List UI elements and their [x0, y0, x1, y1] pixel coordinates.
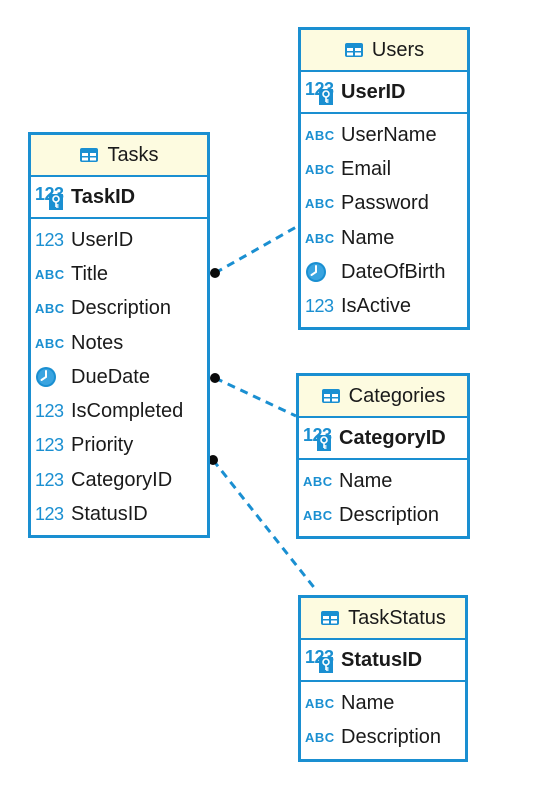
column-row[interactable]: ABC Title — [31, 257, 207, 291]
primary-key-name: CategoryID — [339, 426, 446, 449]
type-text-icon: ABC — [35, 335, 65, 351]
type-number-icon: 123 — [305, 296, 334, 317]
column-name: IsCompleted — [71, 400, 184, 423]
type-number-icon: 123 — [35, 229, 64, 250]
type-text-icon: ABC — [305, 230, 335, 246]
entity-header[interactable]: Categories — [299, 376, 467, 418]
column-name: UserName — [341, 123, 437, 146]
column-name: Password — [341, 192, 429, 215]
column-name: IsActive — [341, 295, 412, 318]
type-number-icon: 123 — [35, 435, 64, 456]
column-row[interactable]: 123 Priority — [31, 429, 207, 463]
column-name: Email — [341, 157, 392, 180]
column-row[interactable]: DateOfBirth — [301, 255, 467, 289]
column-name: Description — [341, 725, 442, 748]
relation-tasks-categories — [214, 376, 297, 418]
key-icon — [319, 656, 333, 679]
column-name: Description — [71, 297, 172, 320]
entity-title: Categories — [348, 384, 446, 407]
primary-key-name: UserID — [341, 80, 406, 103]
key-icon — [317, 434, 331, 457]
column-row[interactable]: 123 IsActive — [301, 289, 467, 323]
relation-tasks-categories-endpoint — [210, 373, 220, 383]
column-row[interactable]: 123 IsCompleted — [31, 394, 207, 428]
column-name: Name — [339, 469, 393, 492]
primary-key-row[interactable]: 123TaskID — [31, 177, 207, 219]
type-text-icon: ABC — [305, 729, 335, 745]
table-icon — [344, 42, 364, 58]
column-row[interactable]: ABC UserName — [301, 118, 467, 152]
column-row[interactable]: ABC Notes — [31, 326, 207, 360]
type-text-icon: ABC — [35, 301, 65, 317]
entity-header[interactable]: Users — [301, 30, 467, 72]
clock-icon — [35, 366, 71, 388]
column-row[interactable]: ABC Name — [301, 686, 465, 720]
primary-key-icon: 123 — [303, 425, 339, 451]
entity-title: TaskStatus — [348, 606, 446, 629]
column-row[interactable]: ABC Password — [301, 187, 467, 221]
column-name: Notes — [71, 331, 124, 354]
primary-key-icon: 123 — [35, 184, 71, 210]
column-name: Name — [341, 226, 395, 249]
column-name: DueDate — [71, 365, 150, 388]
column-name: Description — [339, 503, 440, 526]
column-row[interactable]: DueDate — [31, 360, 207, 394]
key-icon — [319, 88, 333, 111]
entity-users[interactable]: Users123UserIDABCUserNameABCEmailABCPass… — [298, 27, 470, 330]
relation-tasks-taskstatus-endpoint — [208, 455, 218, 465]
column-row[interactable]: 123 StatusID — [31, 497, 207, 531]
entity-header[interactable]: TaskStatus — [301, 598, 465, 640]
entity-categories[interactable]: Categories123CategoryIDABCNameABCDescrip… — [296, 373, 470, 539]
type-text-icon: ABC — [305, 196, 335, 212]
column-name: Title — [71, 262, 109, 285]
type-number-icon: 123 — [35, 469, 64, 490]
primary-key-name: TaskID — [71, 185, 136, 208]
column-row[interactable]: 123 CategoryID — [31, 463, 207, 497]
relation-tasks-users-endpoint — [210, 268, 220, 278]
type-number-icon: 123 — [35, 401, 64, 422]
column-row[interactable]: ABC Description — [301, 720, 465, 754]
table-icon — [79, 147, 99, 163]
column-row[interactable]: ABC Description — [299, 498, 467, 532]
primary-key-icon: 123 — [305, 647, 341, 673]
clock-icon — [305, 261, 341, 283]
entity-title: Tasks — [107, 143, 159, 166]
column-name: UserID — [71, 228, 134, 251]
entity-title: Users — [371, 38, 425, 61]
column-row[interactable]: ABC Name — [299, 464, 467, 498]
column-name: DateOfBirth — [341, 260, 446, 283]
primary-key-name: StatusID — [341, 648, 423, 671]
type-number-icon: 123 — [35, 504, 64, 525]
column-row[interactable]: ABC Description — [31, 292, 207, 326]
column-row[interactable]: ABC Email — [301, 152, 467, 186]
entity-header[interactable]: Tasks — [31, 135, 207, 177]
key-icon — [49, 193, 63, 216]
column-name: StatusID — [71, 503, 148, 526]
type-text-icon: ABC — [305, 695, 335, 711]
type-text-icon: ABC — [35, 266, 65, 282]
relation-tasks-users — [214, 224, 299, 275]
primary-key-icon: 123 — [305, 79, 341, 105]
column-name: CategoryID — [71, 468, 173, 491]
column-name: Name — [341, 691, 395, 714]
type-text-icon: ABC — [305, 161, 335, 177]
column-row[interactable]: 123 UserID — [31, 223, 207, 257]
entity-taskstatus[interactable]: TaskStatus123StatusIDABCNameABCDescripti… — [298, 595, 468, 762]
entity-tasks[interactable]: Tasks123TaskID123UserIDABCTitleABCDescri… — [28, 132, 210, 538]
column-name: Priority — [71, 434, 134, 457]
type-text-icon: ABC — [303, 507, 333, 523]
type-text-icon: ABC — [305, 127, 335, 143]
column-row[interactable]: ABC Name — [301, 221, 467, 255]
table-icon — [321, 388, 341, 404]
table-icon — [320, 610, 340, 626]
type-text-icon: ABC — [303, 473, 333, 489]
